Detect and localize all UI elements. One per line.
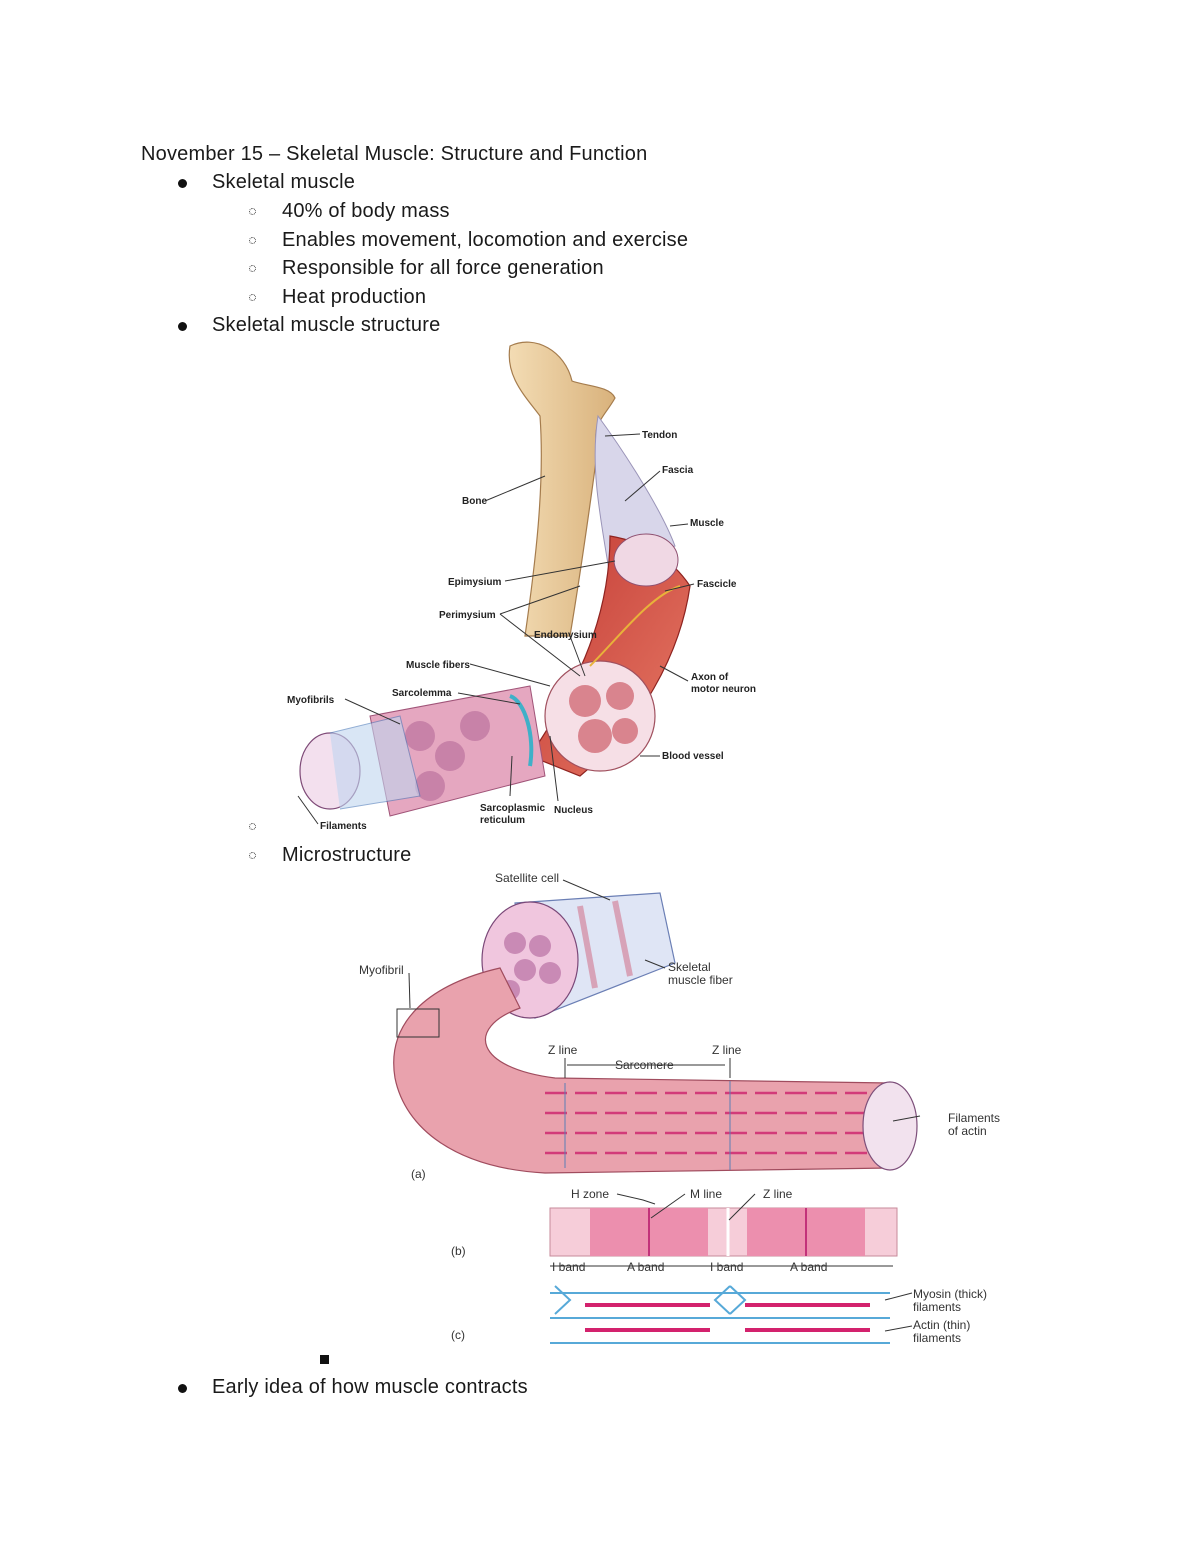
label-m-line: M line [690,1187,722,1201]
label-sr-2: reticulum [480,815,525,826]
fiber-circle [460,711,490,741]
label-bone: Bone [462,496,487,507]
label-sr-1: Sarcoplasmic [480,803,545,814]
label-epimysium: Epimysium [448,577,501,588]
label-actin-1: Filaments [948,1111,1000,1125]
label-z-line-c: Z line [763,1187,793,1201]
m-lines [648,1208,807,1256]
label-perimysium: Perimysium [439,610,496,621]
label-i-band-2: I band [710,1260,743,1274]
page-title: November 15 – Skeletal Muscle: Structure… [141,143,648,165]
actin-filaments [550,1292,890,1344]
myofibril-circle [529,935,551,957]
label-myofibrils: Myofibrils [287,695,335,706]
bullet-circle-icon [249,208,256,215]
bullet-structure: Skeletal muscle structure [212,314,441,336]
bullet-square-icon [320,1355,329,1364]
label-fiber-2: muscle fiber [668,973,733,987]
label-tendon: Tendon [642,430,677,441]
label-fascicle: Fascicle [697,579,737,590]
z-lines [564,1081,731,1170]
label-h-zone: H zone [571,1187,609,1201]
bullet-circle-icon [249,265,256,272]
myofibril-tube [329,715,421,810]
sarcoplasmic-reticulum-shape [509,694,534,767]
sub-item: Responsible for all force generation [282,257,604,279]
fascicle-bundle [578,719,612,753]
myofibril-striations [545,1091,885,1155]
label-nucleus: Nucleus [554,805,593,816]
fiber-circle [405,721,435,751]
label-i-band-1: I band [552,1260,585,1274]
myofibril-tube [393,967,891,1174]
label-actin-thin-2: filaments [913,1331,961,1345]
bone-shape [508,341,616,637]
filament-end [862,1081,918,1171]
label-fascia: Fascia [662,465,694,476]
myofibril-box [396,1008,440,1038]
label-myosin-1: Myosin (thick) [913,1287,987,1301]
label-endomysium: Endomysium [534,630,597,641]
bullet-circle-icon [249,823,256,830]
label-blood-vessel: Blood vessel [662,751,724,762]
sub-item: 40% of body mass [282,200,450,222]
bullet-skeletal-muscle: Skeletal muscle [212,171,356,193]
label-axon-2: motor neuron [691,684,756,695]
fiber-circle [415,771,445,801]
sub-item-microstructure: Microstructure [282,844,412,866]
label-a-band-1: A band [627,1260,664,1274]
label-axon-1: Axon of [691,672,729,683]
bullet-early-idea: Early idea of how muscle contracts [212,1376,528,1398]
bullet-circle-icon [249,294,256,301]
fascicle-bundle [606,682,634,710]
microstructure-figure: Satellite cell Myofibril Skeletal muscle… [359,871,1000,1345]
fascicle-bundle [612,718,638,744]
label-a: (a) [411,1167,426,1181]
label-satellite: Satellite cell [495,871,559,885]
label-myosin-2: filaments [913,1300,961,1314]
sub-item: Heat production [282,286,427,308]
label-sarcomere: Sarcomere [615,1058,674,1072]
label-b: (b) [451,1244,466,1258]
z-disc-c [554,1285,747,1315]
label-filaments: Filaments [320,821,367,832]
fascicle-cross-section [544,660,656,772]
muscle-structure-figure: Tendon Fascia Muscle Bone Fascicle Epimy… [287,341,756,832]
label-actin-2: of actin [948,1124,987,1138]
label-myofibril: Myofibril [359,963,404,977]
label-muscle: Muscle [690,518,724,529]
label-fiber-1: Skeletal [668,960,711,974]
label-sarcolemma: Sarcolemma [392,688,452,699]
label-muscle-fibers: Muscle fibers [406,660,470,671]
bullet-disc-icon [178,179,187,188]
sub-item: Enables movement, locomotion and exercis… [282,229,689,251]
myosin-filaments [585,1303,870,1332]
myofibril-circle [539,962,561,984]
bullet-circle-icon [249,852,256,859]
label-c: (c) [451,1328,465,1342]
fiber-circle [435,741,465,771]
muscle-cross-section [613,533,679,587]
myofibril-circle [504,932,526,954]
bullet-circle-icon [249,237,256,244]
bullet-disc-icon [178,1384,187,1393]
label-z-line-a: Z line [548,1043,578,1057]
bullet-disc-icon [178,322,187,331]
label-z-line-b: Z line [712,1043,742,1057]
label-actin-thin-1: Actin (thin) [913,1318,970,1332]
nerve-line [589,585,681,667]
fascicle-bundle [569,685,601,717]
label-a-band-2: A band [790,1260,827,1274]
myofibril-circle [514,959,536,981]
